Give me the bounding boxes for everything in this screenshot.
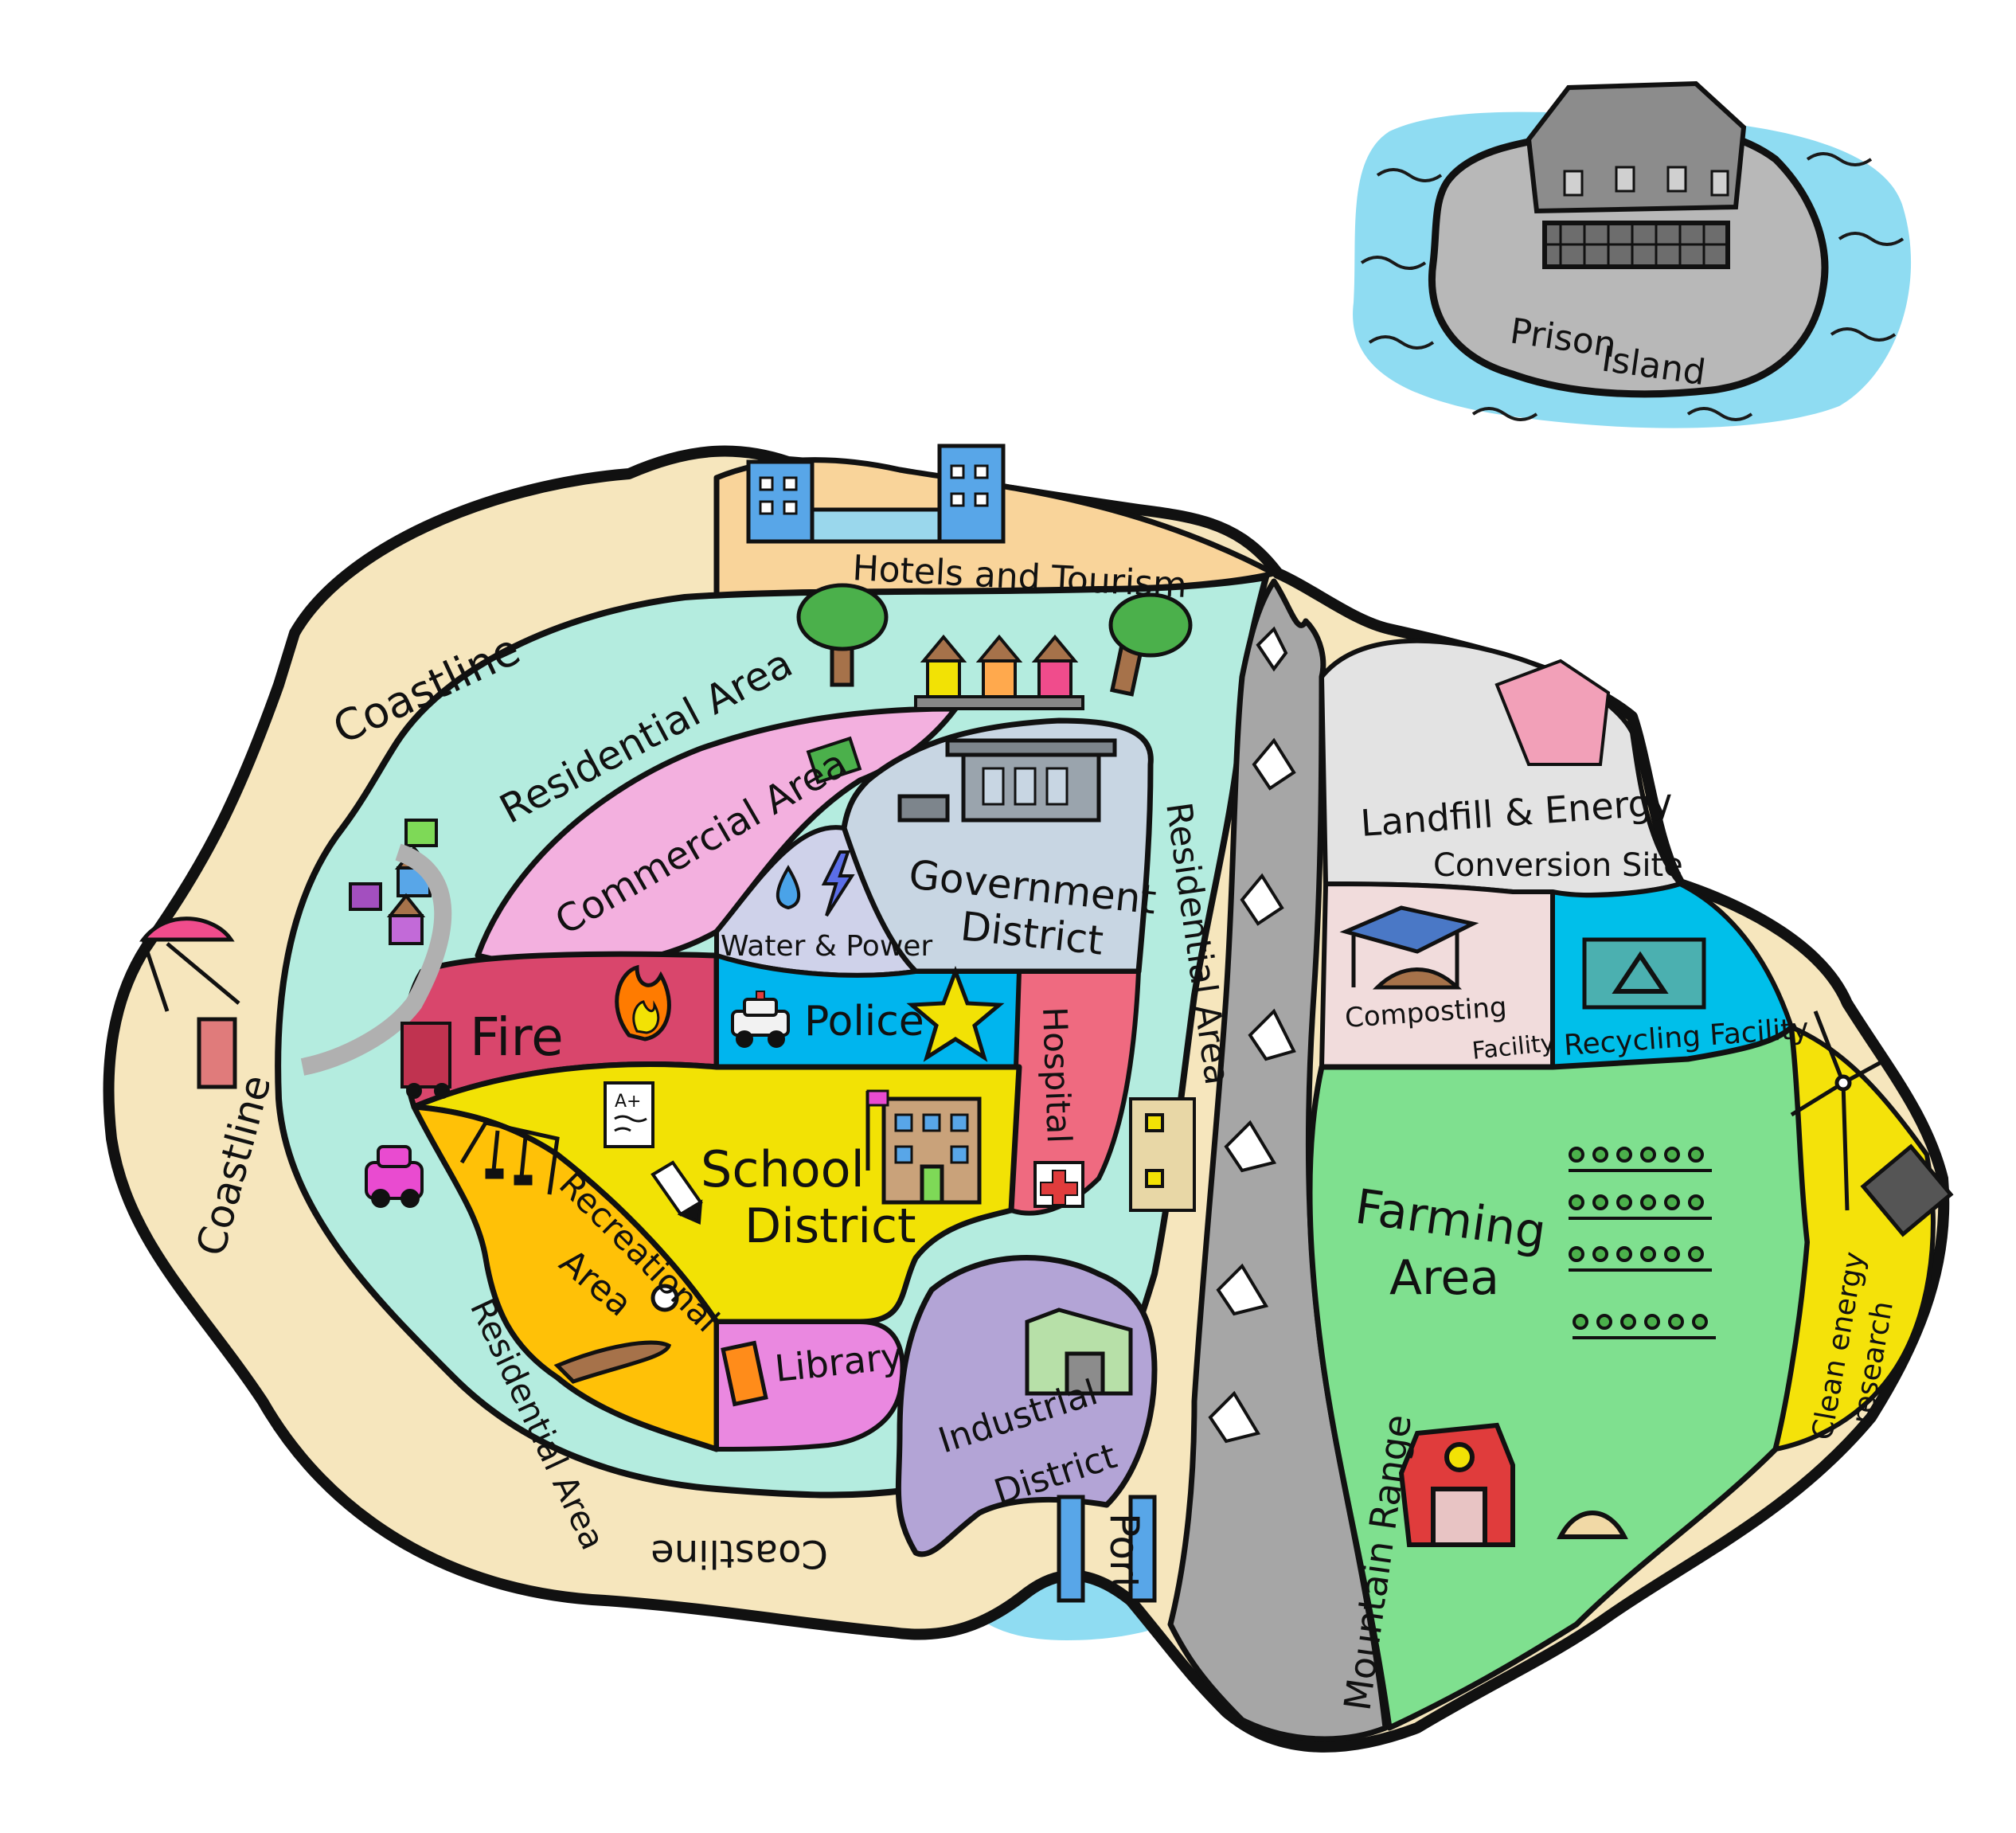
clean-energy-research[interactable] xyxy=(1773,1025,1936,1452)
factory-icon xyxy=(1025,1307,1133,1396)
school-label-line2: District xyxy=(744,1198,916,1254)
prison-island[interactable]: Prison Island xyxy=(1353,80,1912,428)
mountain-range[interactable] xyxy=(1167,578,1389,1742)
crop-row-icon xyxy=(1569,1147,1716,1339)
house-icon xyxy=(1129,1097,1196,1212)
swing-set-icon xyxy=(459,1120,560,1195)
library-area[interactable] xyxy=(714,1319,905,1452)
beach-umbrella-icon xyxy=(139,916,240,1089)
pencil-icon xyxy=(651,1160,703,1225)
water-drop-icon xyxy=(776,865,801,910)
road-curve xyxy=(300,843,452,1076)
house-icon xyxy=(914,634,1084,710)
wave-lines xyxy=(1360,152,1905,421)
police-car-icon xyxy=(731,991,790,1048)
book-icon xyxy=(721,1340,768,1407)
flame-icon xyxy=(615,964,671,1042)
report-card-icon: A+ xyxy=(604,1081,654,1148)
compost-shelter-icon xyxy=(1339,905,1479,990)
mountain-snow-peaks xyxy=(1208,626,1296,1444)
hospital-label: Hospital xyxy=(1035,1006,1079,1144)
solar-panel-icon xyxy=(1860,1143,1954,1237)
sheriff-star-icon xyxy=(906,965,1005,1062)
port-dock xyxy=(1057,1495,1157,1603)
store-icon xyxy=(806,736,862,784)
landfill-label-line2: Conversion Site xyxy=(1433,847,1683,884)
fire-truck-icon xyxy=(400,1022,451,1099)
farming-label-line2: Area xyxy=(1389,1250,1499,1306)
car-icon xyxy=(365,1145,424,1208)
coastline-label-bottom: Coastline xyxy=(651,1531,828,1576)
police-label: Police xyxy=(804,998,924,1045)
recycling-icon xyxy=(1582,937,1706,1010)
port-label: Port xyxy=(1101,1513,1147,1592)
landfill-building-icon xyxy=(1494,659,1611,766)
hotel-building-icon xyxy=(746,444,1006,544)
svg-text:A+: A+ xyxy=(615,1092,641,1112)
barn-icon xyxy=(1398,1422,1628,1547)
tree-icon xyxy=(796,583,889,687)
wind-turbine-icon xyxy=(1790,1010,1889,1211)
hospital-area[interactable] xyxy=(1009,969,1141,1216)
school-building-icon xyxy=(865,1089,982,1205)
prison-building-icon xyxy=(1526,80,1747,269)
medical-cross-icon xyxy=(1033,1161,1084,1208)
recreational-area[interactable] xyxy=(411,1104,720,1452)
lightning-icon xyxy=(821,850,855,917)
government-building-icon xyxy=(897,738,1117,823)
baseball-bat-icon xyxy=(553,1284,679,1384)
tree-icon xyxy=(1108,592,1193,697)
water-power-label: Water & Power xyxy=(721,930,932,963)
school-label-line1: School xyxy=(701,1140,865,1198)
fire-label: Fire xyxy=(470,1006,564,1068)
